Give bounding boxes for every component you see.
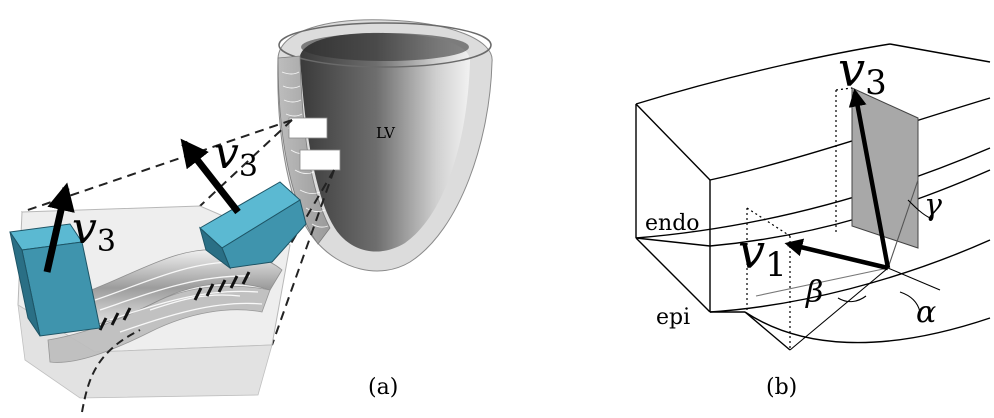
lv-notch-lower <box>299 149 341 171</box>
slab-epi-curve <box>709 239 991 313</box>
gamma-arc <box>907 199 931 219</box>
alpha-arc <box>899 291 921 313</box>
alpha-label: α <box>916 295 936 330</box>
slab-endo-bottom-left <box>635 237 711 313</box>
lv-notch-upper <box>288 117 328 139</box>
block-left <box>9 223 101 337</box>
block-left-side <box>9 231 41 337</box>
slab-top-front-edge <box>709 97 991 181</box>
v1-label: v1 <box>738 224 787 285</box>
epi-label: epi <box>656 305 690 330</box>
slab-top-right-back <box>889 43 991 63</box>
lv-label: LV <box>376 124 396 142</box>
block-right-side <box>199 226 232 270</box>
v3-right-arrow <box>180 138 241 215</box>
lv-inner-rim <box>301 33 469 61</box>
caption-b: (b) <box>766 375 797 400</box>
lv-cavity <box>300 32 470 252</box>
slab-endo-left <box>635 237 711 247</box>
panel-a: LV <box>9 19 493 413</box>
fiber-sheet <box>59 249 283 327</box>
beta-label: β <box>805 275 823 310</box>
v3-label: v3 <box>838 42 887 103</box>
lv-rim <box>278 22 492 68</box>
endo-label: endo <box>645 211 700 236</box>
caption-a: (a) <box>368 375 398 400</box>
projection-lines <box>21 119 335 346</box>
v3-arrow <box>848 88 891 269</box>
v1-arrow <box>784 238 889 271</box>
fiber-tick-marks <box>98 271 251 331</box>
v3-left-arrow <box>43 182 75 273</box>
slab-bottom-left-vertical <box>744 311 791 351</box>
gamma-label: γ <box>924 188 942 223</box>
left-ventricle-model: LV <box>277 19 493 272</box>
slab-bottom-curve <box>744 311 991 344</box>
slab-endo-curve <box>635 147 991 239</box>
angle-construction <box>755 179 941 351</box>
slab-top-back-edge <box>635 43 891 105</box>
v3-left-label: v3 <box>72 203 116 259</box>
gamma-plane <box>851 87 919 249</box>
v3-right-label: v3 <box>214 128 258 184</box>
slab-top-left-edge <box>635 103 711 181</box>
beta-arc <box>837 295 867 303</box>
block-right <box>199 181 307 270</box>
panel-b-labels: v3 v1 endo epi γ β α (b) <box>645 42 942 400</box>
panel-b <box>635 43 991 351</box>
construction-lines <box>746 87 853 350</box>
